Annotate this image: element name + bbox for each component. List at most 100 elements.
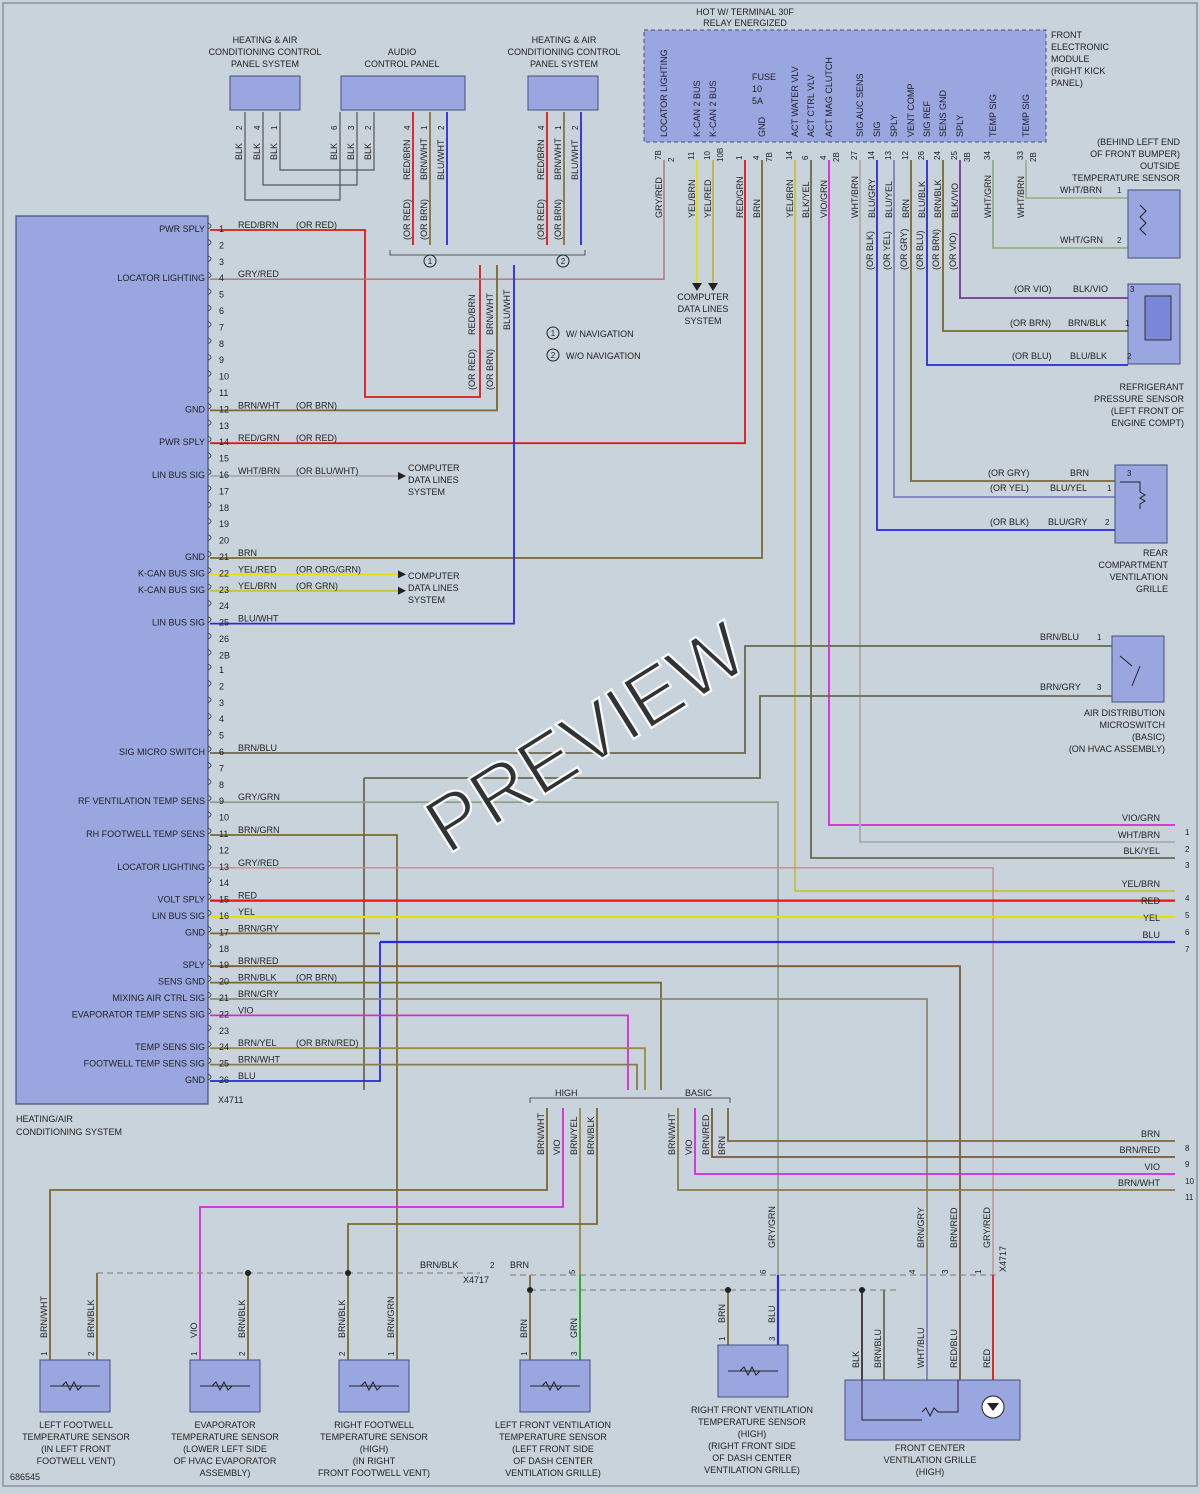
pin-label-a-14: PWR SPLY <box>159 437 205 447</box>
fem-pin-num-5: 14 <box>785 151 794 160</box>
fem-pin-name-10: SPLY <box>889 115 899 137</box>
front-center-led-symbol <box>987 1403 999 1411</box>
top-pin-wire-c-2: BLU/WHT <box>570 139 580 180</box>
fem-pin-name-9: SIG <box>872 121 882 137</box>
pin-wire-b-25: BRN/WHT <box>238 1055 280 1065</box>
split-wire-4: BRN/WHT <box>667 1113 677 1155</box>
pin-num-a-24: 24 <box>219 601 229 611</box>
right-pin-5: 3 <box>1127 469 1132 478</box>
top-pin-num-c-1: 1 <box>554 125 563 130</box>
pin-wire-b-16: YEL <box>238 907 255 917</box>
pin-arc-a-25 <box>207 616 212 623</box>
right-alt-4: (OR YEL) <box>990 483 1029 493</box>
pin-label-a-1: PWR SPLY <box>159 224 205 234</box>
right-front-vent-label-3: (RIGHT FRONT SIDE <box>708 1441 796 1451</box>
fem-pin-name-13: SENS GND <box>938 89 948 137</box>
right-front-vent-label-0: RIGHT FRONT VENTILATION <box>691 1405 813 1415</box>
pin-num-b-6: 6 <box>219 747 224 757</box>
fem-label-1: FRONT <box>1051 30 1082 40</box>
cdl-1-0: COMPUTER <box>408 463 460 473</box>
note-1-marker <box>546 326 560 340</box>
front-center-wire-1: BRN/BLU <box>873 1329 883 1368</box>
edge-num-2: 2 <box>1185 845 1190 854</box>
fem-pin-num-10: 13 <box>884 151 893 160</box>
pin-wire-a-21: BRN <box>238 548 257 558</box>
pin-alt-a-14: (OR RED) <box>296 433 337 443</box>
pin-num-b-10: 10 <box>219 813 229 823</box>
outside-temp-1: OF FRONT BUMPER) <box>1090 149 1180 159</box>
edge-num-11: 11 <box>1185 1193 1194 1202</box>
pin-arc-b-26 <box>207 1073 212 1081</box>
pin-num-a-19: 19 <box>219 519 229 529</box>
left-footwell-label-2: (IN LEFT FRONT <box>41 1444 111 1454</box>
right-front-vent-label-2: (HIGH) <box>738 1429 767 1439</box>
pin-arc-a-16 <box>207 468 212 476</box>
cdl-arrow-2 <box>708 283 718 291</box>
fem-label-2: ELECTRONIC <box>1051 42 1110 52</box>
top-pin-wire-a-5: BLK <box>363 143 373 160</box>
wire-44 <box>210 965 961 1275</box>
bus-1-num: 1 <box>428 257 433 266</box>
wire-31 <box>992 160 1128 249</box>
pin-label-b-22: EVAPORATOR TEMP SENS SIG <box>72 1009 205 1019</box>
x4717-pin-1: 4 <box>908 1269 917 1274</box>
hvac-module-name-2: CONDITIONING SYSTEM <box>16 1127 122 1137</box>
pin-num-b-11: 11 <box>219 829 228 839</box>
x4717-brn: BRN <box>510 1260 529 1270</box>
fem-pin-wire-4: BRN <box>752 199 762 218</box>
fem-pin-name-1: K-CAN 2 BUS <box>692 80 702 137</box>
pin-wire-b-19: BRN/RED <box>238 956 279 966</box>
edge-wire-1: VIO/GRN <box>1122 813 1160 823</box>
top-pin-wire-c-0: RED/BRN <box>536 139 546 180</box>
fem-pin-num-16: 33 <box>1016 151 1025 160</box>
bus-alt-2: (OR BRN) <box>485 349 495 390</box>
pin-label-b-13: LOCATOR LIGHTING <box>117 862 205 872</box>
pin-arc-b-3 <box>207 696 212 704</box>
bus-1-marker <box>423 254 437 268</box>
fem-pin-wire-0: GRY/RED <box>654 177 664 218</box>
bus-bracket <box>389 250 586 256</box>
microswitch-2: (BASIC) <box>1132 732 1165 742</box>
edge-wire-3: BLK/YEL <box>1123 846 1160 856</box>
rear-grille-box <box>1114 464 1168 544</box>
refrigerant-2: (LEFT FRONT OF <box>1111 406 1185 416</box>
top-pin-wire-b-1: BRN/WHT <box>419 138 429 180</box>
left-footwell-label-0: LEFT FOOTWELL <box>39 1420 113 1430</box>
pin-num-a-22: 22 <box>219 568 229 578</box>
right-front-vent-label-4: OF DASH CENTER <box>712 1453 792 1463</box>
pin-num-a-1: 1 <box>219 224 224 234</box>
pin-arc-b-8 <box>207 778 212 786</box>
fem-pin-num-12: 26 <box>917 151 926 160</box>
wire-51 <box>199 1108 564 1360</box>
relay-line-2: RELAY ENERGIZED <box>703 18 787 28</box>
pin-wire-a-14: RED/GRN <box>238 433 280 443</box>
pin-num-a-2B: 2B <box>219 650 230 660</box>
edge-num-4: 4 <box>1185 894 1190 903</box>
left-footwell-pin-0: 1 <box>40 1351 49 1356</box>
wire-1 <box>210 160 665 280</box>
hvac-panel-left-2: CONDITIONING CONTROL <box>208 47 321 57</box>
right-wire-9: BRN/GRY <box>1040 682 1081 692</box>
pin-arc-a-24 <box>207 599 212 607</box>
pin-num-a-6: 6 <box>219 306 224 316</box>
fuse-label-1: FUSE <box>752 72 776 82</box>
hvac-panel-left-1: HEATING & AIR <box>233 35 298 45</box>
wire-43 <box>210 942 381 1082</box>
fem-pin-pos-2: 10B <box>716 148 725 162</box>
pin-arc-a-18 <box>207 501 212 509</box>
front-center-label-2: (HIGH) <box>916 1467 945 1477</box>
fem-pin-wire-8: WHT/BRN <box>850 176 860 218</box>
wires <box>49 30 1175 1380</box>
rear-grille-2: VENTILATION <box>1110 572 1168 582</box>
evaporator-label-3: OF HVAC EVAPORATOR <box>174 1456 277 1466</box>
fem-pin-wire-9: BLU/GRY <box>867 179 877 218</box>
pin-num-b-8: 8 <box>219 780 224 790</box>
refrigerant-0: REFRIGERANT <box>1119 382 1184 392</box>
fem-pin-num-2: 10 <box>703 151 712 160</box>
wire-48 <box>210 1047 646 1090</box>
pin-wire-a-25: BLU/WHT <box>238 614 279 624</box>
pin-alt-a-1: (OR RED) <box>296 220 337 230</box>
pin-arc-a-2 <box>207 239 212 246</box>
pin-arc-b-1 <box>207 663 212 671</box>
